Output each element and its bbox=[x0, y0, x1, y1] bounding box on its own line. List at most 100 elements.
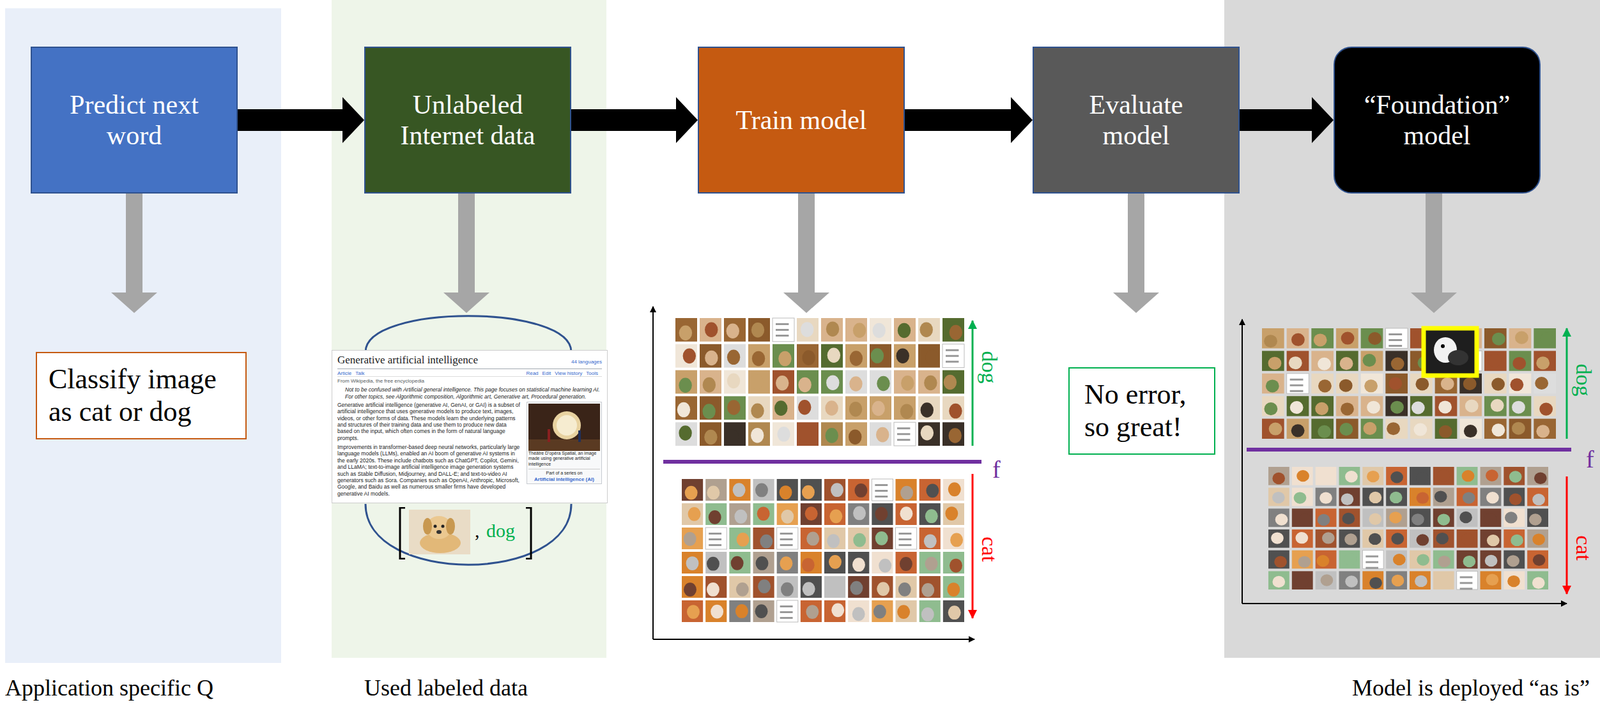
photo-subject bbox=[949, 325, 963, 341]
photo-thumbnail bbox=[753, 479, 775, 501]
photo-subject bbox=[806, 532, 820, 547]
photo-thumbnail bbox=[895, 479, 917, 501]
photo-thumbnail bbox=[1503, 529, 1525, 549]
photo-subject bbox=[805, 506, 818, 521]
photo-subject bbox=[1268, 357, 1282, 370]
photo-thumbnail bbox=[874, 495, 888, 498]
photo-thumbnail bbox=[699, 396, 722, 420]
wiki-tab: Read bbox=[525, 370, 539, 377]
photo-thumbnail bbox=[847, 503, 870, 526]
photo-subject bbox=[896, 348, 910, 364]
photo-thumbnail bbox=[1460, 582, 1473, 585]
photo-thumbnail bbox=[1480, 529, 1502, 549]
photo-thumbnail bbox=[1435, 396, 1458, 416]
photo-thumbnail bbox=[1292, 571, 1314, 590]
photo-thumbnail bbox=[748, 318, 770, 342]
highlight-photo bbox=[1423, 328, 1477, 376]
photo-subject bbox=[1390, 471, 1404, 484]
photo-thumbnail bbox=[1261, 419, 1285, 439]
photo-subject bbox=[1485, 469, 1499, 482]
wiki-paragraph: Improvements in transformer-based deep n… bbox=[337, 444, 602, 498]
photo-thumbnail bbox=[899, 538, 912, 541]
photo-subject bbox=[826, 534, 840, 549]
photo-thumbnail bbox=[1484, 350, 1507, 371]
wiki-page: Generative artificial intelligence44 lan… bbox=[331, 350, 608, 504]
photo-thumbnail bbox=[871, 600, 893, 623]
photo-thumbnail bbox=[723, 318, 746, 342]
photo-thumbnail bbox=[748, 396, 770, 420]
photo-thumbnail bbox=[821, 396, 843, 420]
photo-subject bbox=[897, 605, 910, 620]
photo-thumbnail bbox=[1311, 373, 1334, 394]
photo-subject bbox=[854, 483, 868, 498]
wiki-tab: Edit bbox=[542, 370, 552, 377]
photo-thumbnail bbox=[753, 552, 775, 574]
wiki-title: Generative artificial intelligence bbox=[337, 353, 478, 368]
photo-subject bbox=[1504, 511, 1518, 524]
photo-subject bbox=[1341, 513, 1355, 525]
photo-subject bbox=[1416, 534, 1430, 546]
photo-thumbnail bbox=[1268, 508, 1290, 528]
photo-subject bbox=[1415, 472, 1429, 484]
wiki-tabs: ArticleTalkReadEditView historyTools bbox=[337, 370, 602, 378]
photo-thumbnail bbox=[1503, 550, 1525, 570]
photo-subject bbox=[1389, 492, 1403, 504]
photo-subject bbox=[757, 506, 770, 521]
photo-thumbnail bbox=[821, 318, 843, 342]
photo-thumbnail bbox=[729, 600, 751, 623]
photo-subject bbox=[900, 403, 914, 420]
wiki-paragraph: Generative artificial intelligence (gene… bbox=[337, 401, 602, 442]
photo-thumbnail bbox=[1409, 550, 1431, 570]
panel-caption: Used labeled data bbox=[364, 676, 528, 702]
photo-thumbnail bbox=[845, 344, 868, 369]
photo-thumbnail bbox=[723, 422, 746, 447]
photo-subject bbox=[1437, 469, 1451, 482]
photo-thumbnail bbox=[1311, 419, 1334, 439]
photo-thumbnail bbox=[1261, 396, 1285, 416]
process-box: “Foundation” model bbox=[1333, 46, 1541, 194]
photo-thumbnail bbox=[942, 396, 965, 420]
photo-thumbnail bbox=[871, 503, 893, 526]
photo-thumbnail bbox=[1365, 555, 1379, 558]
photo-subject bbox=[1390, 401, 1404, 415]
photo-thumbnail bbox=[869, 344, 892, 369]
photo-thumbnail bbox=[1503, 488, 1525, 507]
photo-subject bbox=[945, 506, 958, 521]
photo-subject bbox=[755, 483, 769, 498]
photo-thumbnail bbox=[1365, 561, 1379, 564]
photo-thumbnail bbox=[919, 503, 941, 526]
photo-subject bbox=[725, 429, 739, 445]
photo-thumbnail bbox=[1315, 488, 1337, 507]
photo-thumbnail bbox=[824, 552, 846, 574]
photo-thumbnail bbox=[780, 538, 793, 541]
photo-subject bbox=[1461, 470, 1475, 482]
photo-thumbnail bbox=[729, 527, 751, 550]
dog-arrow bbox=[1566, 328, 1569, 439]
flow-arrow bbox=[111, 193, 158, 314]
photo-thumbnail bbox=[1433, 529, 1455, 549]
photo-thumbnail bbox=[1484, 328, 1507, 349]
photo-subject bbox=[1492, 332, 1506, 346]
photo-subject bbox=[1389, 376, 1403, 390]
photo-subject bbox=[1274, 556, 1287, 569]
flow-arrow bbox=[571, 97, 698, 144]
photo-subject bbox=[1295, 576, 1309, 588]
photo-thumbnail bbox=[675, 396, 698, 420]
photo-subject bbox=[678, 425, 692, 441]
photo-subject bbox=[1319, 492, 1333, 505]
photo-thumbnail bbox=[1527, 488, 1549, 507]
down-arrow bbox=[1410, 193, 1457, 314]
photo-subject bbox=[1462, 492, 1476, 504]
photo-thumbnail bbox=[748, 422, 770, 447]
photo-thumbnail bbox=[942, 370, 965, 395]
photo-subject bbox=[801, 485, 815, 500]
photo-thumbnail bbox=[1533, 396, 1556, 416]
photo-subject bbox=[751, 322, 765, 339]
photo-thumbnail bbox=[821, 370, 843, 395]
box-text: Train model bbox=[711, 104, 891, 136]
photo-thumbnail bbox=[1362, 467, 1384, 486]
photo-subject bbox=[1368, 332, 1382, 346]
photo-thumbnail bbox=[708, 544, 722, 547]
photo-subject bbox=[829, 509, 843, 524]
photo-subject bbox=[1320, 574, 1334, 586]
